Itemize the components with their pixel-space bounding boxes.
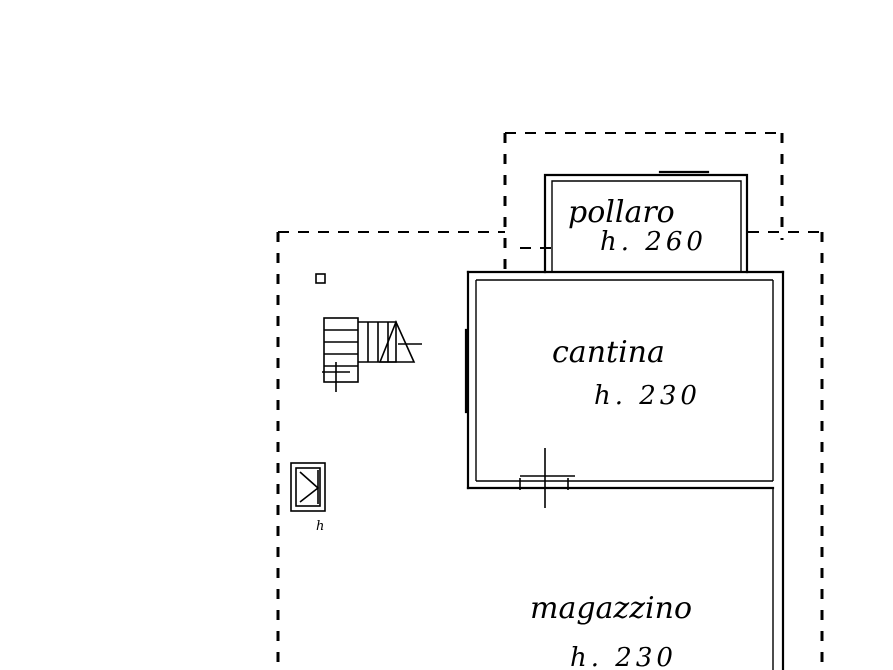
square-marker xyxy=(315,273,326,284)
pollaio-name: pollaro xyxy=(568,195,675,230)
fixture-symbol xyxy=(290,462,326,512)
cantina-name: cantina xyxy=(552,335,665,370)
cantina-height: h. 230 xyxy=(594,381,701,411)
magazzino-height: h. 230 xyxy=(570,643,677,670)
staircase-symbol xyxy=(322,317,422,392)
fixture-label: h xyxy=(316,519,324,534)
pollaio-walls xyxy=(543,170,749,274)
pollaio-height: h. 260 xyxy=(600,227,707,257)
outer-boundary xyxy=(276,132,824,670)
magazzino-name: magazzino xyxy=(530,591,692,626)
cantina-walls xyxy=(464,270,785,670)
